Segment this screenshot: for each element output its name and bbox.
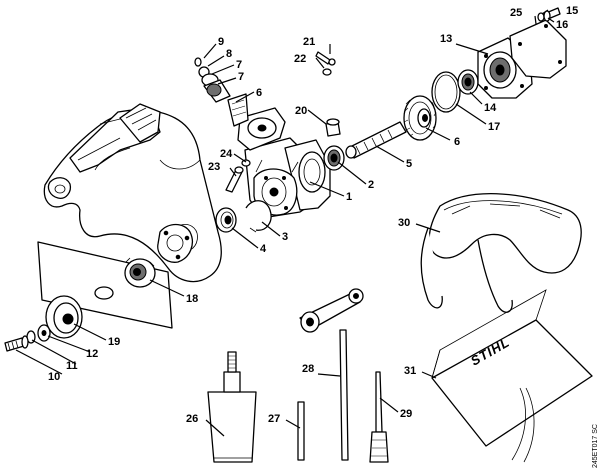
callout-8: 8 xyxy=(226,48,232,60)
gear-housing xyxy=(237,107,331,219)
callout-numbers: 9 8 7 7 6 21 22 20 24 23 1 2 3 4 5 6 13 … xyxy=(48,5,578,425)
callout-19: 19 xyxy=(108,336,120,348)
thrust-plate xyxy=(45,295,83,339)
callout-25: 25 xyxy=(510,7,522,19)
pin xyxy=(297,401,305,461)
callout-26: 26 xyxy=(186,413,198,425)
callout-31: 31 xyxy=(404,365,416,377)
callout-29: 29 xyxy=(400,408,412,420)
circlip xyxy=(245,200,272,233)
callout-6-pinion: 6 xyxy=(256,87,262,99)
callout-24: 24 xyxy=(220,148,233,160)
callout-30: 30 xyxy=(398,217,410,229)
shaft xyxy=(345,121,407,159)
screw-washer-top xyxy=(315,51,336,76)
callout-18: 18 xyxy=(186,293,198,305)
ball-bearing xyxy=(323,145,345,171)
tool-pouch: STIHL xyxy=(431,289,593,463)
callout-12: 12 xyxy=(86,348,98,360)
callout-17: 17 xyxy=(488,121,500,133)
hex-nut xyxy=(124,257,156,288)
ball-bearing-small xyxy=(215,207,237,233)
callout-14: 14 xyxy=(484,102,497,114)
cutting-blade xyxy=(37,241,173,329)
plug xyxy=(325,118,341,137)
callout-20: 20 xyxy=(295,105,307,117)
screwdriver xyxy=(369,371,389,463)
combination-wrench xyxy=(299,288,364,461)
grease-tube xyxy=(207,351,257,463)
bevel-gear-large xyxy=(403,95,437,141)
screw-washer-small xyxy=(225,159,251,193)
callout-7-upper: 7 xyxy=(236,59,242,71)
callout-28: 28 xyxy=(302,363,314,375)
callout-21: 21 xyxy=(303,36,315,48)
drawing-code: 245ET017 SC xyxy=(592,424,599,468)
pinion-assembly xyxy=(194,57,249,127)
callout-5: 5 xyxy=(406,158,412,170)
ball-bearing-cover xyxy=(457,69,479,95)
callout-1: 1 xyxy=(346,191,352,203)
o-ring xyxy=(431,71,461,113)
callout-3: 3 xyxy=(282,231,288,243)
callout-16: 16 xyxy=(556,19,568,31)
callout-2: 2 xyxy=(368,179,374,191)
gear-cover xyxy=(509,19,567,79)
callout-15: 15 xyxy=(566,5,578,17)
callout-13: 13 xyxy=(440,33,452,45)
callout-10: 10 xyxy=(48,371,60,383)
screw-washer-set xyxy=(4,324,51,352)
callout-4: 4 xyxy=(260,243,267,255)
callout-22: 22 xyxy=(294,53,306,65)
callout-11: 11 xyxy=(66,360,78,372)
callout-7-lower: 7 xyxy=(238,71,244,83)
callout-27: 27 xyxy=(268,413,280,425)
deflector-guard xyxy=(43,103,222,283)
callout-23: 23 xyxy=(208,161,220,173)
leader-lines xyxy=(15,9,555,437)
callout-6-gear: 6 xyxy=(454,136,460,148)
safety-glasses xyxy=(420,193,582,313)
callout-9: 9 xyxy=(218,36,224,48)
